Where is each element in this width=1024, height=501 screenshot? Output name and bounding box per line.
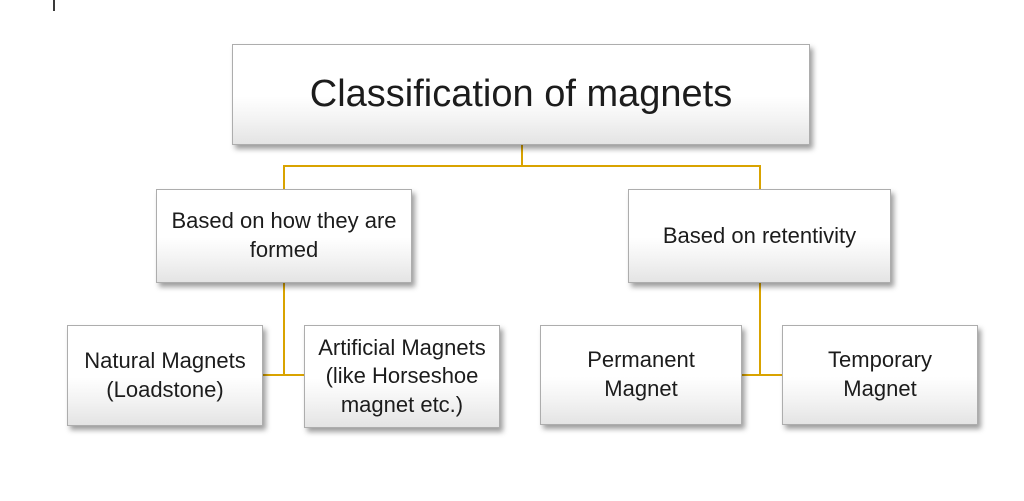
leaf-temporary-label: Temporary Magnet [828,347,932,401]
node-based-on-how-formed: Based on how they are formed [156,189,412,283]
connector-right-branch-drop [759,165,761,190]
connector-left-subtree-bridge [263,374,304,376]
leaf-natural-label: Natural Magnets (Loadstone) [84,347,246,402]
branch-formed-label: Based on how they are formed [171,208,397,262]
node-artificial-magnets: Artificial Magnets (like Horseshoe magne… [304,325,500,428]
node-based-on-retentivity: Based on retentivity [628,189,891,283]
connector-right-subtree-bridge [742,374,782,376]
leaf-artificial-label: Artificial Magnets (like Horseshoe magne… [318,334,486,417]
connector-left-subtree-drop [283,283,285,376]
connector-left-branch-drop [283,165,285,190]
node-temporary-magnet: Temporary Magnet [782,325,978,425]
connector-main-horizontal [283,165,761,167]
connector-title-stub [521,145,523,166]
leaf-permanent-label: Permanent Magnet [587,347,695,401]
node-classification-of-magnets: Classification of magnets [232,44,810,145]
root-node-label: Classification of magnets [309,72,733,115]
caret-mark [53,0,55,11]
node-natural-magnets: Natural Magnets (Loadstone) [67,325,263,426]
connector-right-subtree-drop [759,283,761,376]
node-permanent-magnet: Permanent Magnet [540,325,742,425]
branch-retentivity-label: Based on retentivity [662,222,857,248]
